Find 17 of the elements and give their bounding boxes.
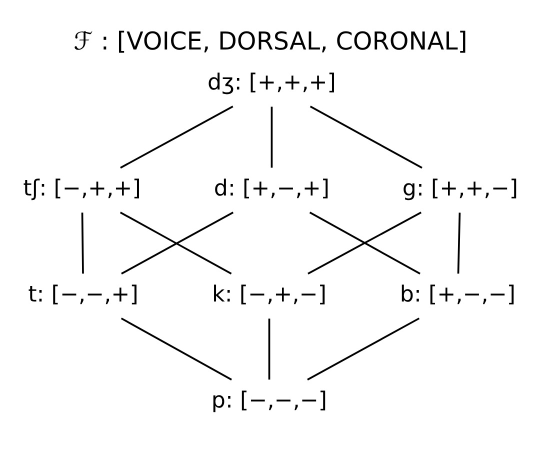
- connector: [120, 318, 232, 380]
- connector: [457, 212, 461, 274]
- node-text: b: [+,−,−]: [400, 281, 516, 308]
- connector: [268, 318, 270, 380]
- connector: [270, 106, 273, 168]
- connector: [81, 212, 84, 274]
- node-text: p: [−,−,−]: [211, 387, 328, 414]
- node-text: t: [−,−,+]: [28, 281, 138, 308]
- connector: [310, 106, 422, 169]
- connector: [307, 318, 420, 380]
- diagram-title: ℱ : [VOICE, DORSAL, CORONAL]: [74, 26, 468, 56]
- connector: [120, 106, 234, 169]
- node-text: k: [−,+,−]: [212, 281, 326, 308]
- node-text: dʒ: [+,+,+]: [208, 69, 336, 96]
- node-text: tʃ: [−,+,+]: [23, 175, 141, 202]
- node-text: d: [+,−,+]: [214, 175, 330, 202]
- node-text: g: [+,+,−]: [402, 175, 518, 202]
